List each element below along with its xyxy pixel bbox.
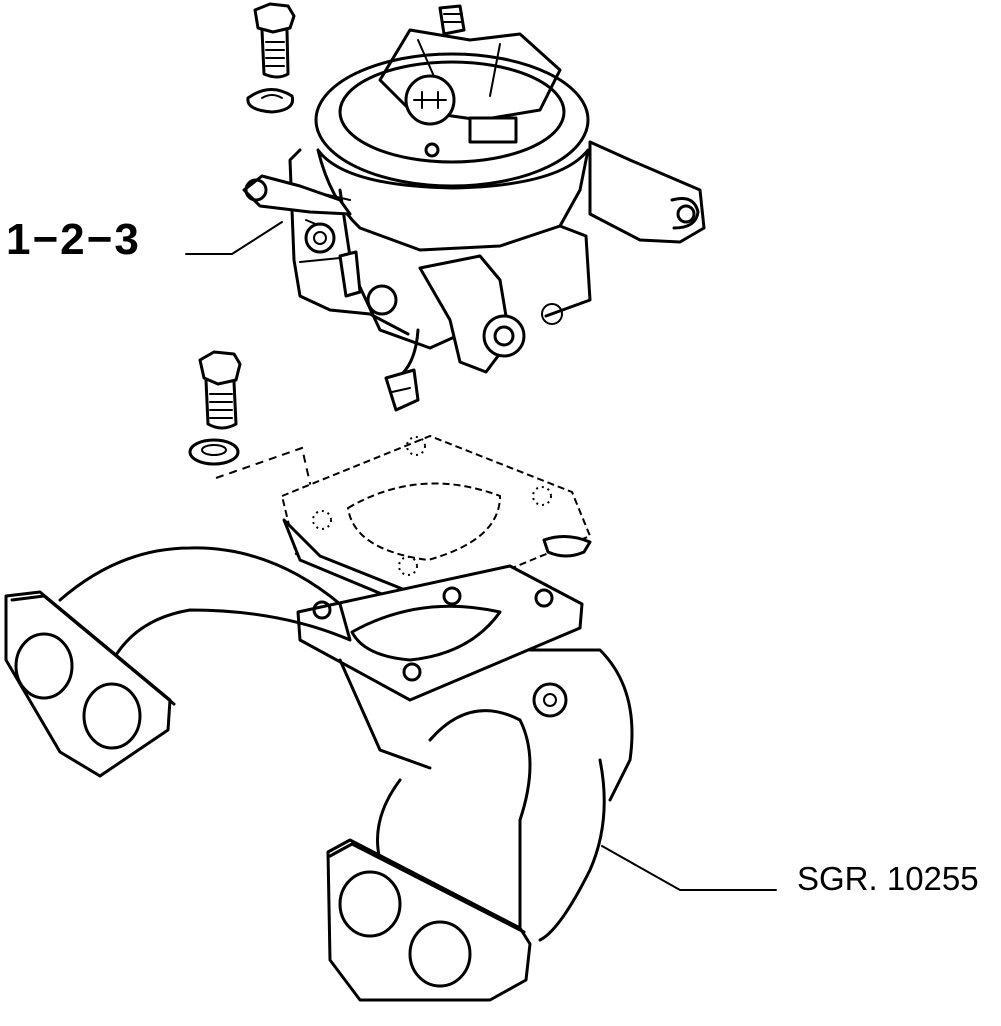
upper-bolt <box>253 2 296 79</box>
parts-leader-line <box>185 221 283 255</box>
intake-manifold <box>4 546 634 1002</box>
gasket <box>280 434 592 606</box>
upper-washer <box>246 88 295 114</box>
reference-leader-line <box>601 845 777 891</box>
carburetor <box>242 4 706 412</box>
lower-washer <box>188 438 240 466</box>
alignment-guide <box>215 446 313 493</box>
lower-bolt <box>198 350 242 430</box>
parts-callout-label: 1−2−3 <box>6 215 141 264</box>
reference-callout-label: SGR. 10255 <box>797 860 979 897</box>
